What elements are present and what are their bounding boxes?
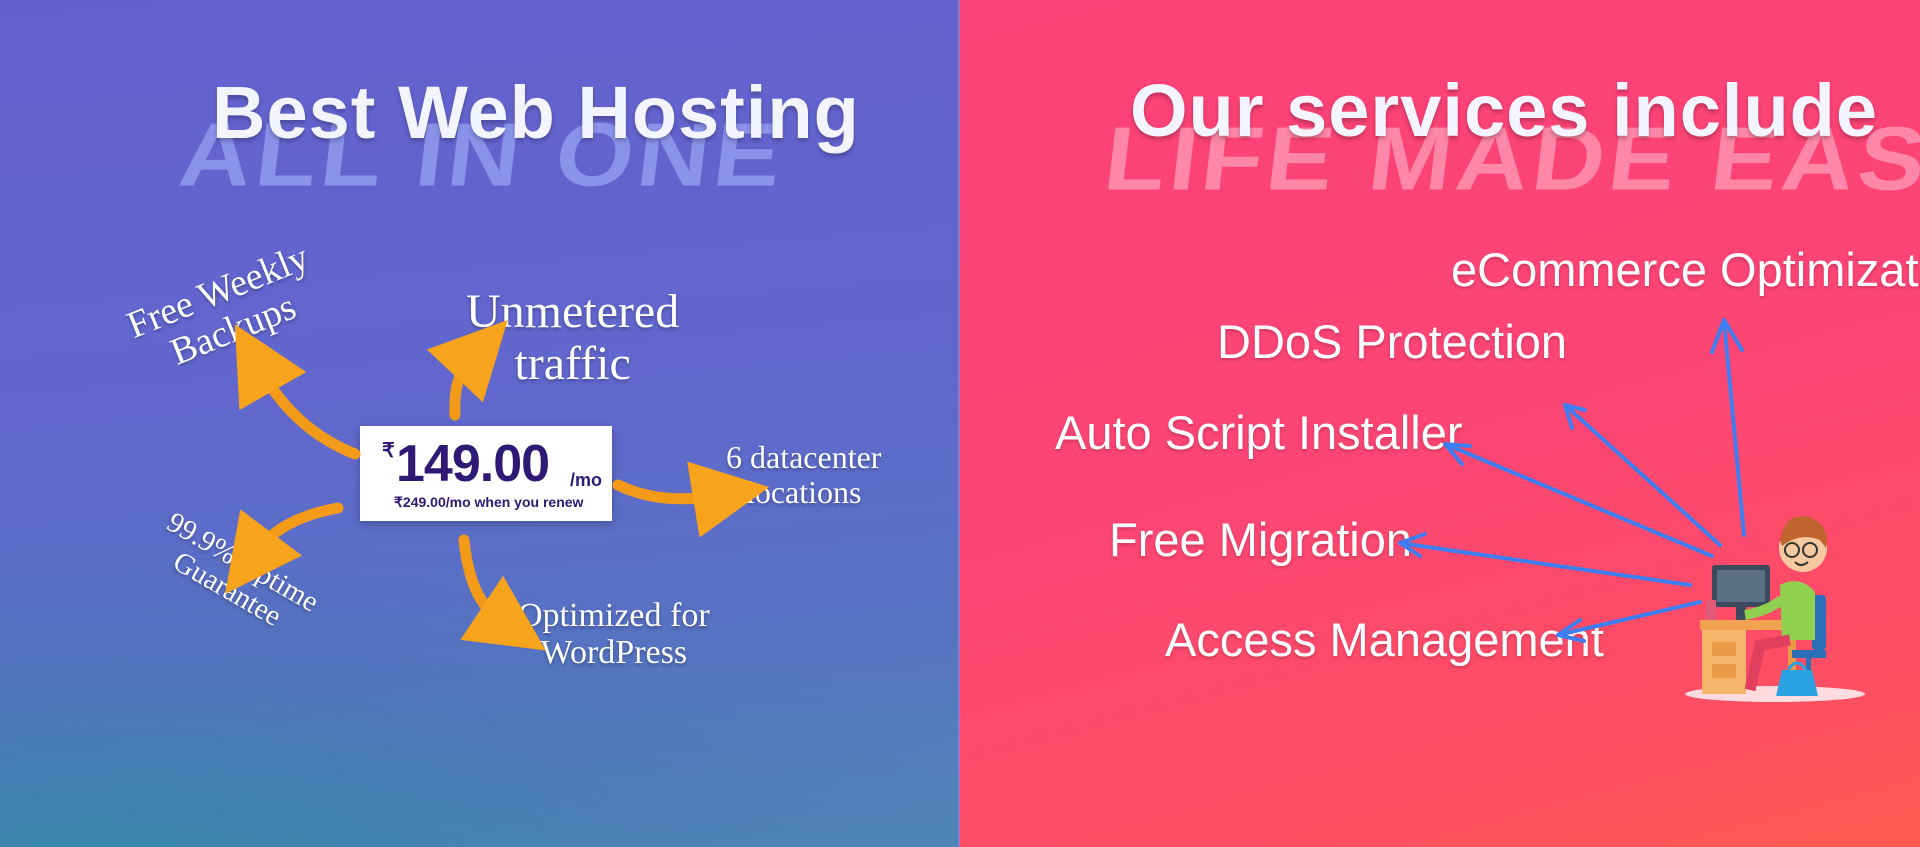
service-auto-script-installer: Auto Script Installer	[1055, 406, 1463, 459]
price-currency-symbol: ₹	[382, 440, 395, 462]
panel-divider	[958, 0, 960, 847]
feature-free-weekly-backups: Free Weekly Backups	[121, 236, 330, 385]
left-panel: ALL IN ONE Best Web Hosting Free Weekly …	[0, 0, 958, 847]
service-ddos-protection: DDoS Protection	[1217, 315, 1568, 368]
feature-unmetered-traffic: Unmetered traffic	[466, 286, 679, 390]
feature-datacenter-locations: 6 datacenter locations	[726, 440, 881, 509]
price-amount: 149.00	[396, 435, 550, 493]
price-period: /mo	[570, 470, 603, 490]
service-ecommerce-optimization: eCommerce Optimization	[1451, 243, 1920, 296]
headline-best-web-hosting: Best Web Hosting	[212, 71, 860, 154]
headline-our-services-include: Our services include	[1130, 69, 1879, 152]
price-renewal-note: ₹249.00/mo when you renew	[394, 494, 584, 510]
feature-optimized-wordpress: Optimized for WordPress	[518, 597, 710, 671]
feature-optimized-wordpress-line1: Optimized for	[518, 597, 710, 634]
right-panel: LIFE MADE EASY Our services include eCom…	[960, 0, 1920, 847]
feature-datacenter-locations-line1: 6 datacenter	[726, 439, 882, 475]
service-access-management: Access Management	[1165, 613, 1604, 666]
left-panel-bottom-glow	[0, 547, 958, 847]
feature-optimized-wordpress-line2: WordPress	[540, 633, 688, 671]
service-free-migration: Free Migration	[1109, 513, 1412, 566]
feature-unmetered-traffic-line1: Unmetered	[466, 285, 680, 338]
feature-datacenter-locations-line2: locations	[745, 473, 862, 510]
feature-unmetered-traffic-line2: traffic	[514, 336, 631, 390]
price-card: ₹ 149.00 /mo ₹249.00/mo when you renew	[360, 426, 612, 521]
